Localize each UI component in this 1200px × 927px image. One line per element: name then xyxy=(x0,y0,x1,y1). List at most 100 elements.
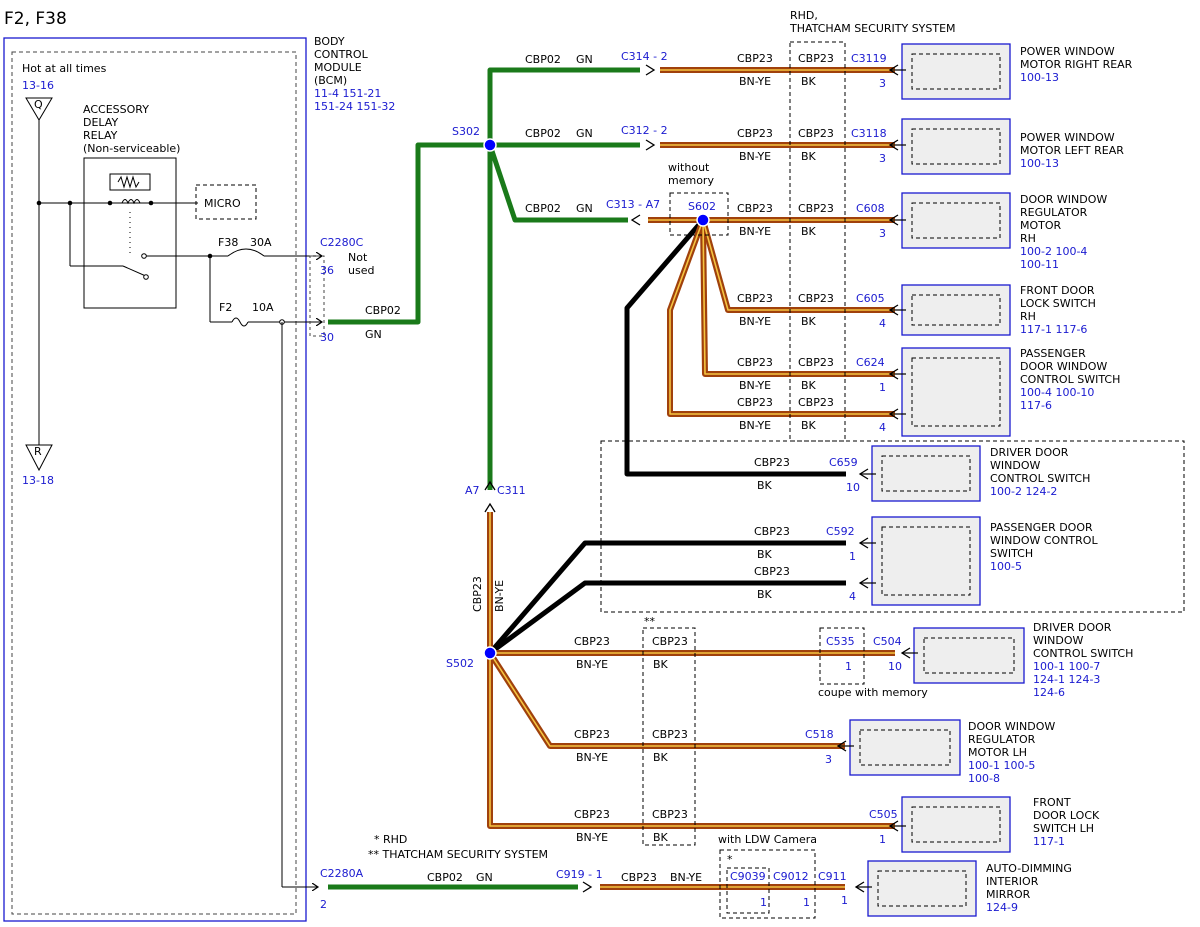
component-name: FRONT DOOR xyxy=(1020,284,1095,297)
pin-arrow xyxy=(888,214,899,226)
component-box xyxy=(901,118,1011,175)
brown-wires xyxy=(487,67,895,890)
wire-cbp23-right: CBP23 xyxy=(798,292,834,305)
wire-cbp02-313: CBP02 xyxy=(525,202,561,215)
component-ref: 117-6 xyxy=(1020,399,1052,412)
pin-number: 3 xyxy=(879,77,886,90)
pin-arrow xyxy=(888,408,899,420)
wire-cbp02-314: CBP02 xyxy=(525,53,561,66)
component-name: LOCK SWITCH xyxy=(1020,297,1096,310)
s502-label: S502 xyxy=(446,657,474,670)
bcm-panel: Hot at all times 13-16 Q R 13-18 ACCESSO… xyxy=(3,37,322,922)
component-ref: 117-1 xyxy=(1033,835,1065,848)
component-name: RH xyxy=(1020,310,1036,323)
component-name: CONTROL SWITCH xyxy=(1020,373,1120,386)
connector-label: C504 xyxy=(873,635,902,648)
conn-c919: C919 - 1 xyxy=(556,868,603,881)
component-ref: 100-13 xyxy=(1020,157,1059,170)
wire-bk-black: BK xyxy=(757,548,773,561)
connector-label: C518 xyxy=(805,728,834,741)
wire-cbp23-left: CBP23 xyxy=(737,292,773,305)
pin-arrow xyxy=(858,577,869,589)
component-box xyxy=(871,516,981,606)
wire-bk-lower: BK xyxy=(653,751,669,764)
f38-amp: 30A xyxy=(250,236,272,249)
wire-bk-right: BK xyxy=(801,315,817,328)
wire-cbp23-right: CBP23 xyxy=(798,396,834,409)
f2-label: F2 xyxy=(219,301,232,314)
splice-s502 xyxy=(483,646,497,660)
wire-bnye-left: BN-YE xyxy=(739,379,771,392)
connector-label: C592 xyxy=(826,525,855,538)
connector-label: C608 xyxy=(856,202,885,215)
pin-number: 4 xyxy=(879,317,886,330)
wire-cbp23-left: CBP23 xyxy=(737,396,773,409)
hot-at-all-times: Hot at all times xyxy=(22,62,107,75)
component-ref: 100-11 xyxy=(1020,258,1059,271)
component-ref: 100-4 100-10 xyxy=(1020,386,1094,399)
wire-bnye-left: BN-YE xyxy=(739,75,771,88)
pin-arrow xyxy=(888,139,899,151)
component-box xyxy=(913,627,1025,684)
component-name: PASSENGER DOOR xyxy=(990,521,1093,534)
connector-label: C659 xyxy=(829,456,858,469)
f2-amp: 10A xyxy=(252,301,274,314)
component-name: SWITCH LH xyxy=(1033,822,1094,835)
wire-cbp23-lower: CBP23 xyxy=(574,728,610,741)
wire-labels: CBP23BN-YECBP23BKCBP23BN-YECBP23BKCBP23B… xyxy=(471,52,834,884)
component-box xyxy=(871,445,981,502)
connector-arrows xyxy=(484,64,656,893)
component-name: SWITCH xyxy=(990,547,1033,560)
conn-c312: C312 - 2 xyxy=(621,124,668,137)
not-used-1: Not xyxy=(348,251,368,264)
wire-cbp23-lower: CBP23 xyxy=(574,808,610,821)
component-name: RH xyxy=(1020,232,1036,245)
ref-bottom: 13-18 xyxy=(22,474,54,487)
pin-number: 10 xyxy=(846,481,860,494)
connector-labels: C314 - 2 C312 - 2 C313 - A7 A7 C311 C919… xyxy=(465,50,668,881)
bcm-labels: BODY CONTROL MODULE (BCM) 11-4 151-21 15… xyxy=(309,35,395,911)
bcm-label-2: CONTROL xyxy=(314,48,369,61)
component-name: REGULATOR xyxy=(968,733,1036,746)
wire-gn-bcm: GN xyxy=(365,328,382,341)
wire-cbp23-black: CBP23 xyxy=(754,565,790,578)
connector-label: C3118 xyxy=(851,127,887,140)
pin-number: 4 xyxy=(879,421,886,434)
legend-rhd: * RHD xyxy=(374,833,407,846)
green-wires xyxy=(328,67,640,890)
wire-bk-right: BK xyxy=(801,75,817,88)
component-inner xyxy=(877,870,967,907)
pin-number: 1 xyxy=(879,381,886,394)
not-used-2: used xyxy=(348,264,374,277)
component-box xyxy=(849,719,961,776)
coupe-memory-note: coupe with memory xyxy=(818,686,928,699)
component-ref: 100-5 xyxy=(990,560,1022,573)
conn-c314: C314 - 2 xyxy=(621,50,668,63)
q-label: Q xyxy=(34,98,43,111)
component-box xyxy=(901,43,1011,100)
wire-bk-lower: BK xyxy=(653,831,669,844)
wire-cbp23-lower-right: CBP23 xyxy=(652,635,688,648)
pin-arrow xyxy=(858,537,869,549)
wire-bnye-left: BN-YE xyxy=(739,419,771,432)
splice-s302 xyxy=(483,138,497,152)
wire-cbp23-left: CBP23 xyxy=(737,52,773,65)
pin-number: 4 xyxy=(849,590,856,603)
rhd-note-2: THATCHAM SECURITY SYSTEM xyxy=(789,22,956,35)
wire-bnye-left: BN-YE xyxy=(739,225,771,238)
connector-label: C3119 xyxy=(851,52,887,65)
conn-c2280c: C2280C xyxy=(320,236,364,249)
wire-cbp23-left: CBP23 xyxy=(737,127,773,140)
wire-cbp23-right: CBP23 xyxy=(798,127,834,140)
component-inner xyxy=(911,357,1001,427)
component-inner xyxy=(881,526,971,596)
component-box xyxy=(901,284,1011,336)
black-wires xyxy=(488,218,846,656)
component-ref: 124-6 xyxy=(1033,686,1065,699)
pin-2: 2 xyxy=(320,898,327,911)
